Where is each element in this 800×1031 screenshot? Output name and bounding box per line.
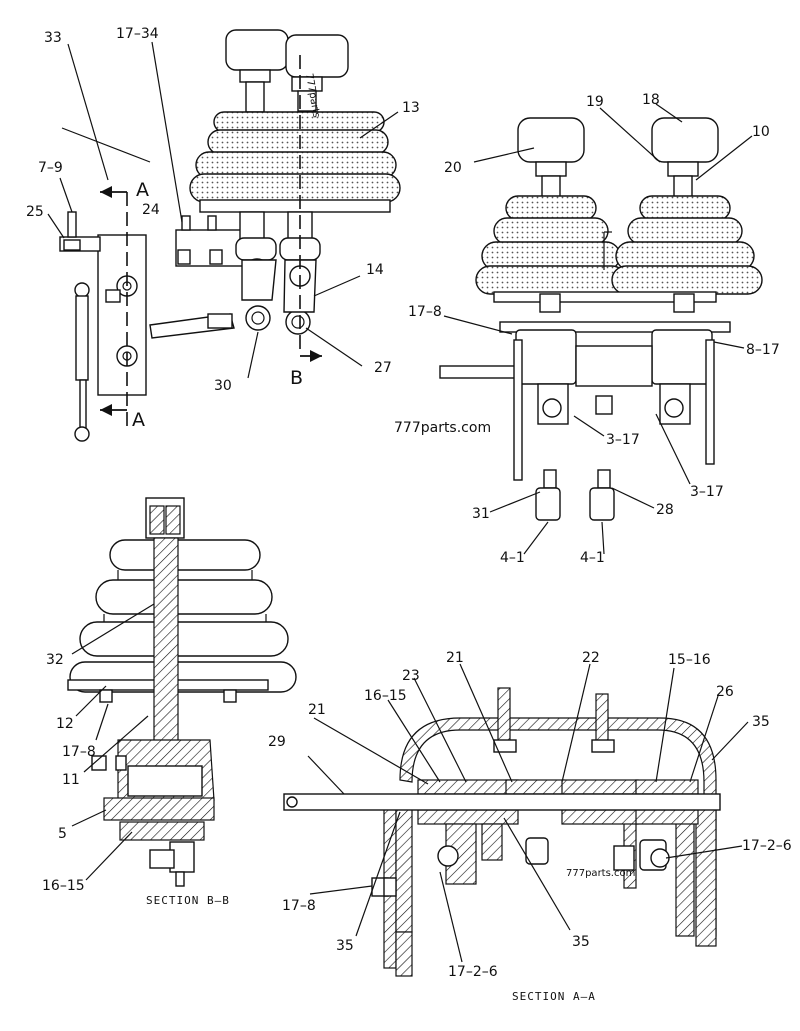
label-17-8-mid: 17–8 — [62, 744, 96, 760]
label-17-2-6-right: 17–2–6 — [742, 838, 792, 854]
label-10: 10 — [752, 124, 770, 140]
label-8-17: 8–17 — [746, 342, 780, 358]
label-19: 19 — [586, 94, 604, 110]
top-left-view — [47, 29, 401, 442]
label-17-2-6-bottom: 17–2–6 — [448, 964, 498, 980]
label-4-1-b: 4–1 — [580, 550, 605, 566]
label-14: 14 — [366, 262, 384, 278]
callout-labels: 33 17–34 13 7–9 25 24 14 30 27 A A B 19 … — [26, 26, 792, 980]
label-21-top: 21 — [446, 650, 464, 666]
label-22: 22 — [582, 650, 600, 666]
section-bb-boot — [69, 539, 297, 693]
label-3-17-a: 3–17 — [606, 432, 640, 448]
label-30: 30 — [214, 378, 232, 394]
section-marker-a-bottom: A — [132, 409, 145, 431]
label-17-8-top: 17–8 — [408, 304, 442, 320]
label-32: 32 — [46, 652, 64, 668]
label-11: 11 — [62, 772, 80, 788]
label-15-16: 15–16 — [668, 652, 711, 668]
label-13: 13 — [402, 100, 420, 116]
left-joystick-knob — [517, 117, 585, 199]
label-31: 31 — [472, 506, 490, 522]
label-20: 20 — [444, 160, 462, 176]
label-16-15-left: 16–15 — [42, 878, 85, 894]
label-21-left: 21 — [308, 702, 326, 718]
label-24: 24 — [142, 202, 160, 218]
label-16-15-right: 16–15 — [364, 688, 407, 704]
label-5: 5 — [58, 826, 67, 842]
left-handle-knob — [225, 29, 289, 113]
label-4-1-a: 4–1 — [500, 550, 525, 566]
captions: SECTION B–B SECTION A–A — [146, 894, 596, 1003]
label-35-left: 35 — [336, 938, 354, 954]
label-33: 33 — [44, 30, 62, 46]
top-right-view — [439, 103, 763, 555]
label-17-8-bottom: 17–8 — [282, 898, 316, 914]
label-29: 29 — [268, 734, 286, 750]
section-marker-b: B — [290, 367, 303, 389]
section-aa-view — [283, 663, 749, 977]
shaft-29 — [283, 793, 721, 811]
label-12: 12 — [56, 716, 74, 732]
right-joystick-knob — [651, 117, 719, 199]
label-18: 18 — [642, 92, 660, 108]
caption-section-aa: SECTION A–A — [512, 990, 596, 1003]
label-7-9: 7–9 — [38, 160, 63, 176]
watermark-main: 777parts.com — [394, 420, 491, 436]
control-block — [97, 234, 147, 396]
section-marker-a-top: A — [136, 179, 149, 201]
label-3-17-b: 3–17 — [690, 484, 724, 500]
label-28: 28 — [656, 502, 674, 518]
top-left-boot — [189, 111, 401, 213]
label-35-middle: 35 — [572, 934, 590, 950]
watermark-small: 777parts.com — [566, 868, 635, 879]
section-bb-view — [67, 497, 297, 887]
label-35-right: 35 — [752, 714, 770, 730]
label-26: 26 — [716, 684, 734, 700]
label-23: 23 — [402, 668, 420, 684]
caption-section-bb: SECTION B–B — [146, 894, 230, 907]
right-joystick-boot — [611, 195, 763, 295]
label-17-34: 17–34 — [116, 26, 159, 42]
label-27: 27 — [374, 360, 392, 376]
label-25: 25 — [26, 204, 44, 220]
